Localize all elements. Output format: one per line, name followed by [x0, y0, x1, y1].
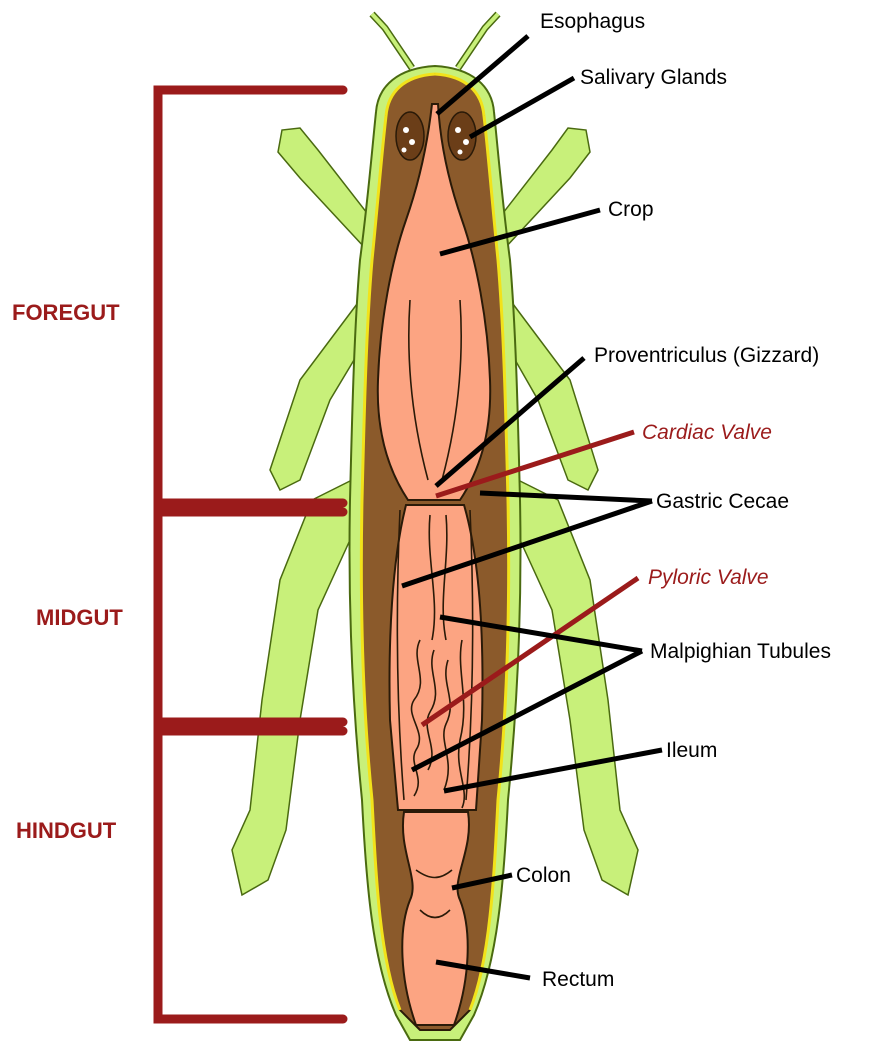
cardiac-valve-label: Cardiac Valve: [642, 421, 772, 444]
hindgut-label: HINDGUT: [16, 818, 117, 843]
colon-label: Colon: [516, 864, 571, 887]
midgut-label: MIDGUT: [36, 605, 123, 630]
proventriculus-label: Proventriculus (Gizzard): [594, 344, 819, 367]
foregut-label: FOREGUT: [12, 300, 120, 325]
hindgut-lumen: [402, 812, 469, 1025]
antennae: [372, 14, 498, 68]
crop-label: Crop: [608, 198, 654, 221]
salivary-glands-label: Salivary Glands: [580, 66, 727, 89]
ileum-label: Ileum: [666, 739, 717, 762]
pyloric-valve-label: Pyloric Valve: [648, 566, 769, 589]
malpighian-tubules-label: Malpighian Tubules: [650, 640, 831, 663]
rectum-label: Rectum: [542, 968, 614, 991]
gastric-cecae-label: Gastric Cecae: [656, 490, 789, 513]
esophagus-label: Esophagus: [540, 10, 645, 33]
